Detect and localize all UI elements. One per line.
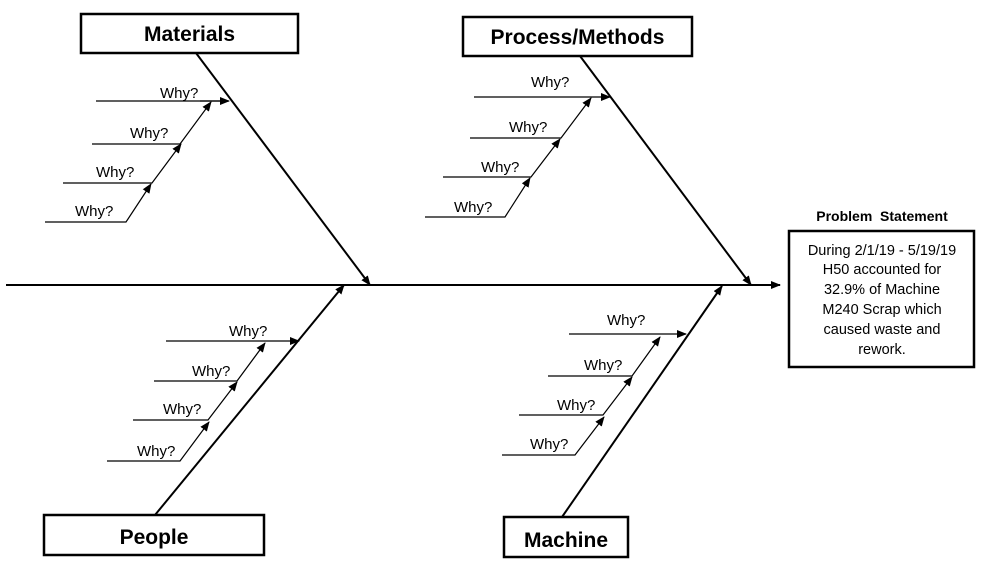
machine-label: Machine xyxy=(524,529,608,552)
why-label: Why? xyxy=(454,199,492,216)
why-branch xyxy=(107,421,210,462)
machine-category: Machine xyxy=(502,515,630,559)
problem-line: During 2/1/19 - 5/19/19 xyxy=(808,243,956,259)
process-label: Process/Methods xyxy=(491,26,665,49)
problem-statement: Problem Statement During 2/1/19 - 5/19/1… xyxy=(787,208,976,369)
machine-whys: Why? Why? Why? Why? xyxy=(502,312,687,456)
why-branch xyxy=(45,183,152,223)
machine-bone xyxy=(561,285,723,518)
why-branch xyxy=(425,177,531,218)
problem-line: rework. xyxy=(858,342,906,358)
why-label: Why? xyxy=(192,363,230,380)
why-branch xyxy=(443,138,561,178)
materials-whys: Why? Why? Why? Why? xyxy=(45,85,230,223)
why-label: Why? xyxy=(130,125,168,142)
why-branch xyxy=(548,336,661,377)
why-label: Why? xyxy=(509,119,547,136)
problem-line: H50 accounted for xyxy=(823,262,942,278)
why-label: Why? xyxy=(557,397,595,414)
why-branch xyxy=(154,342,266,382)
problem-line: caused waste and xyxy=(824,322,941,338)
why-label: Why? xyxy=(163,401,201,418)
problem-statement-title: Problem Statement xyxy=(816,208,948,224)
people-label: People xyxy=(120,526,189,549)
why-label: Why? xyxy=(531,74,569,91)
why-label: Why? xyxy=(75,203,113,220)
why-label: Why? xyxy=(229,323,267,340)
people-category: People xyxy=(42,513,266,557)
people-bone xyxy=(154,284,345,516)
why-branch xyxy=(63,143,182,184)
why-branch xyxy=(470,97,592,139)
why-label: Why? xyxy=(160,85,198,102)
process-bone xyxy=(579,55,752,286)
why-branch xyxy=(519,376,633,416)
materials-category: Materials xyxy=(79,12,300,55)
why-label: Why? xyxy=(481,159,519,176)
why-label: Why? xyxy=(607,312,645,329)
people-whys: Why? Why? Why? Why? xyxy=(107,323,300,462)
problem-line: M240 Scrap which xyxy=(822,302,941,318)
why-label: Why? xyxy=(137,443,175,460)
why-branch xyxy=(502,416,605,456)
why-label: Why? xyxy=(96,164,134,181)
materials-label: Materials xyxy=(144,23,235,46)
problem-line: 32.9% of Machine xyxy=(824,282,940,298)
why-label: Why? xyxy=(530,436,568,453)
process-whys: Why? Why? Why? Why? xyxy=(425,74,611,218)
materials-bone xyxy=(195,52,371,286)
why-branch xyxy=(133,381,238,421)
process-category: Process/Methods xyxy=(461,15,694,58)
why-label: Why? xyxy=(584,357,622,374)
